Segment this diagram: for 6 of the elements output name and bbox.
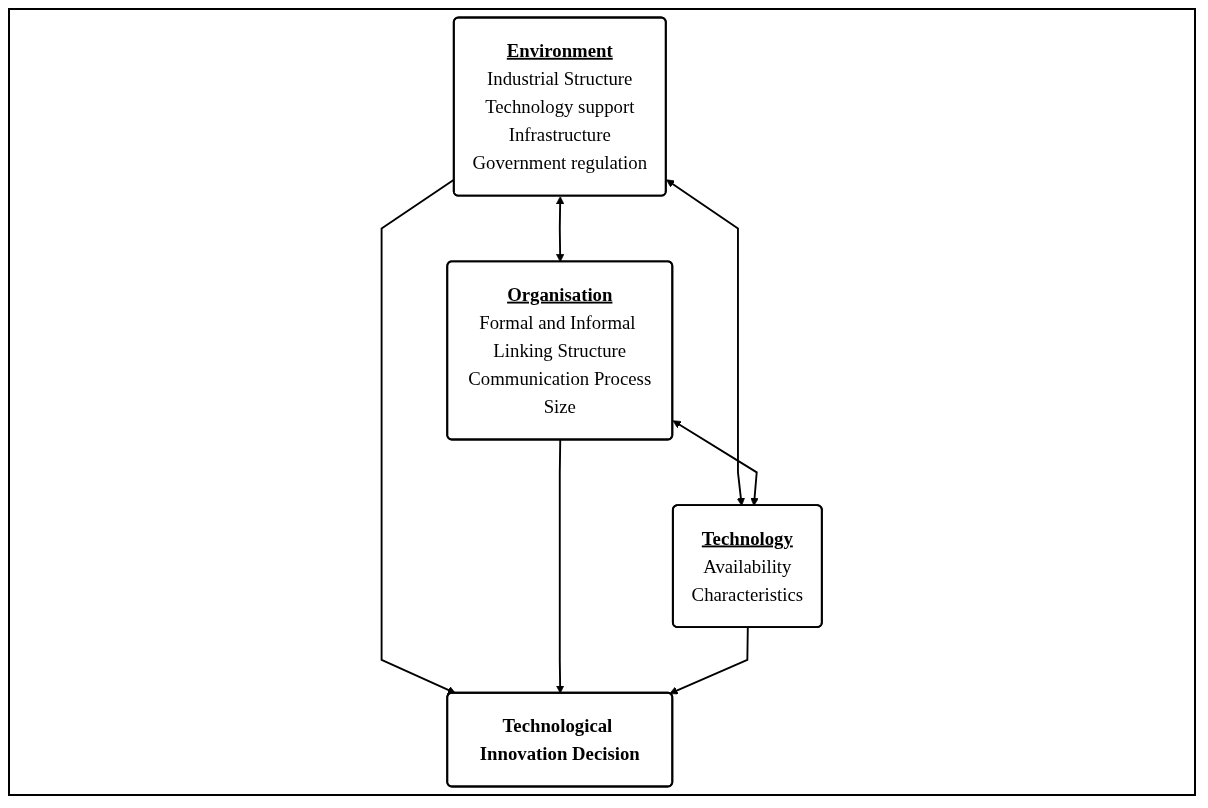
arrow	[669, 626, 750, 695]
arrow	[556, 439, 565, 694]
arrow	[556, 196, 565, 263]
arrow	[666, 179, 746, 506]
arrow	[380, 178, 457, 694]
arrow	[673, 420, 759, 506]
